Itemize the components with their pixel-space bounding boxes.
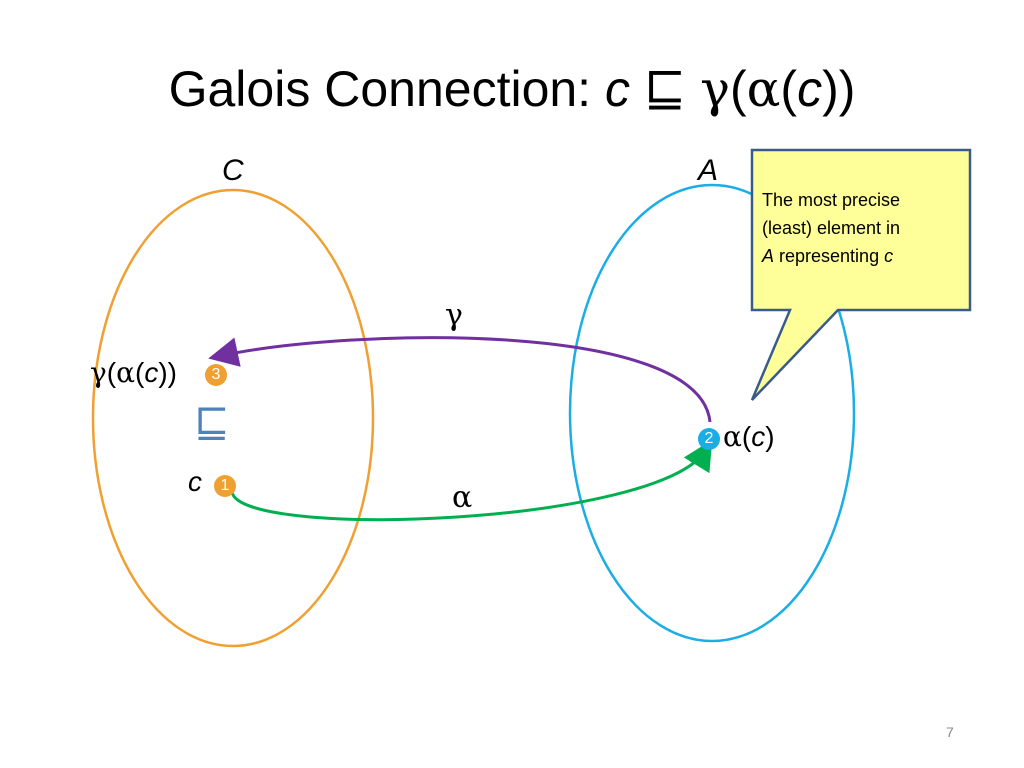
alpha-arrow xyxy=(230,439,713,522)
alpha-c-label: α(c) xyxy=(723,420,775,453)
concrete-set-label: C xyxy=(222,154,244,187)
badge-2: 2 xyxy=(698,428,720,450)
gamma-alpha-c-label: γ(α(c)) xyxy=(90,356,177,389)
slide-title: Galois Connection: c ⊑ γ(α(c)) xyxy=(168,60,856,118)
gamma-arrow-label: γ xyxy=(445,298,463,333)
c-point-label: c xyxy=(188,466,202,497)
abstract-set-label: A xyxy=(698,154,719,187)
concrete-set-ellipse xyxy=(91,188,375,648)
alpha-arrow-label: α xyxy=(452,480,473,515)
sqsubseteq-relation-symbol: ⊑ xyxy=(194,398,230,447)
sqsubseteq-symbol: ⊑ xyxy=(643,60,687,118)
badge-3: 3 xyxy=(205,364,227,386)
callout-box xyxy=(750,148,972,401)
callout-text: The most precise (least) element in A re… xyxy=(762,190,901,266)
abstract-set-ellipse xyxy=(568,183,856,643)
page-number: 7 xyxy=(946,724,954,740)
badge-1: 1 xyxy=(214,475,236,497)
gamma-arrow xyxy=(208,336,712,423)
